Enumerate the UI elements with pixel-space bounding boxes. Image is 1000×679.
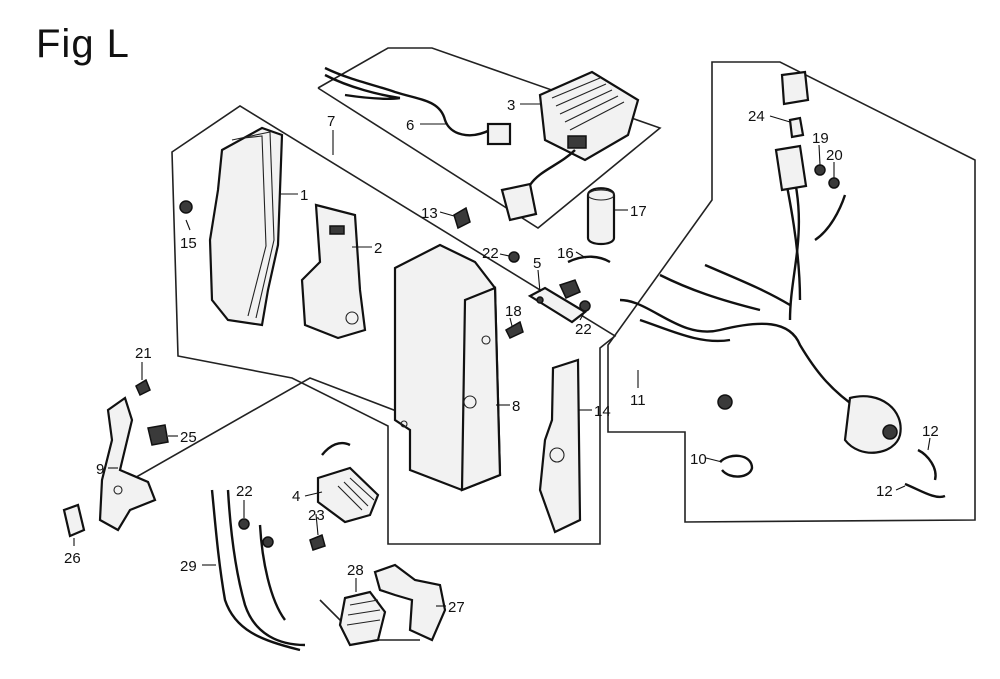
callout-labels: 1 2 3 4 5 6 7 8 9 10 11 12 12 13 14 15 1… — [64, 97, 939, 616]
control-panel-8 — [393, 243, 502, 492]
screw-22c — [238, 518, 250, 530]
clamp-10 — [719, 454, 754, 478]
callout-23: 23 — [308, 507, 325, 524]
capacitor-bracket-16 — [558, 255, 611, 299]
callout-9: 9 — [96, 461, 104, 478]
callout-5: 5 — [533, 255, 541, 272]
bolt-23 — [309, 533, 326, 551]
screw-22a — [508, 251, 520, 263]
callout-10: 10 — [690, 451, 707, 468]
control-box-cover — [208, 126, 284, 327]
bracket-27 — [373, 563, 447, 642]
bolt-18 — [505, 320, 524, 339]
callout-21: 21 — [135, 345, 152, 362]
callout-26: 26 — [64, 550, 81, 567]
callout-12-lower: 12 — [876, 483, 893, 500]
group-outline-control-box — [171, 105, 617, 545]
bracket-9 — [98, 396, 157, 532]
callout-22-top: 22 — [482, 245, 499, 262]
group-outline-regulator — [317, 47, 662, 229]
nut-19 — [814, 164, 826, 176]
main-harness-11 — [619, 149, 902, 454]
bolt-21 — [135, 378, 151, 397]
callout-14: 14 — [594, 403, 611, 420]
callout-3: 3 — [507, 97, 515, 114]
group-outline-bracket — [109, 377, 421, 493]
terminal-12b — [904, 482, 946, 499]
cap-26 — [62, 503, 86, 538]
callout-13: 13 — [421, 205, 438, 222]
figure-title: Fig L — [36, 22, 130, 66]
rectifier-4 — [316, 441, 380, 524]
wire-leads-29 — [210, 489, 306, 652]
callout-27: 27 — [448, 599, 465, 616]
capacitor-17 — [586, 187, 616, 246]
grommet-15 — [179, 200, 193, 214]
callout-15: 15 — [180, 235, 197, 252]
leader-lines — [73, 103, 931, 607]
washer-20 — [828, 177, 840, 189]
callout-19: 19 — [812, 130, 829, 147]
callout-17: 17 — [630, 203, 647, 220]
callout-18: 18 — [505, 303, 522, 320]
voltage-regulator-3 — [538, 70, 640, 162]
bracket-plate-14 — [538, 358, 582, 534]
wire-harness-6 — [324, 66, 576, 222]
callout-8: 8 — [512, 398, 520, 415]
callout-24: 24 — [748, 108, 765, 125]
callout-25: 25 — [180, 429, 197, 446]
callout-29: 29 — [180, 558, 197, 575]
callout-2: 2 — [374, 240, 382, 257]
callout-16: 16 — [557, 245, 574, 262]
connector-25 — [147, 424, 169, 446]
callout-11: 11 — [630, 392, 646, 409]
callout-28: 28 — [347, 562, 364, 579]
callout-20: 20 — [826, 147, 843, 164]
callout-6: 6 — [406, 117, 414, 134]
callout-12-upper: 12 — [922, 423, 939, 440]
callout-1: 1 — [300, 187, 308, 204]
fuse-holder-24 — [774, 70, 810, 192]
callout-22-right: 22 — [575, 321, 592, 338]
callout-22-bottom: 22 — [236, 483, 253, 500]
mount-bracket-2 — [300, 203, 367, 340]
clip-13 — [453, 206, 471, 230]
terminal-12a — [917, 448, 937, 481]
diode-28 — [338, 590, 387, 647]
callout-7: 7 — [327, 113, 335, 130]
group-outline-harness — [607, 61, 976, 523]
callout-4: 4 — [292, 488, 300, 505]
